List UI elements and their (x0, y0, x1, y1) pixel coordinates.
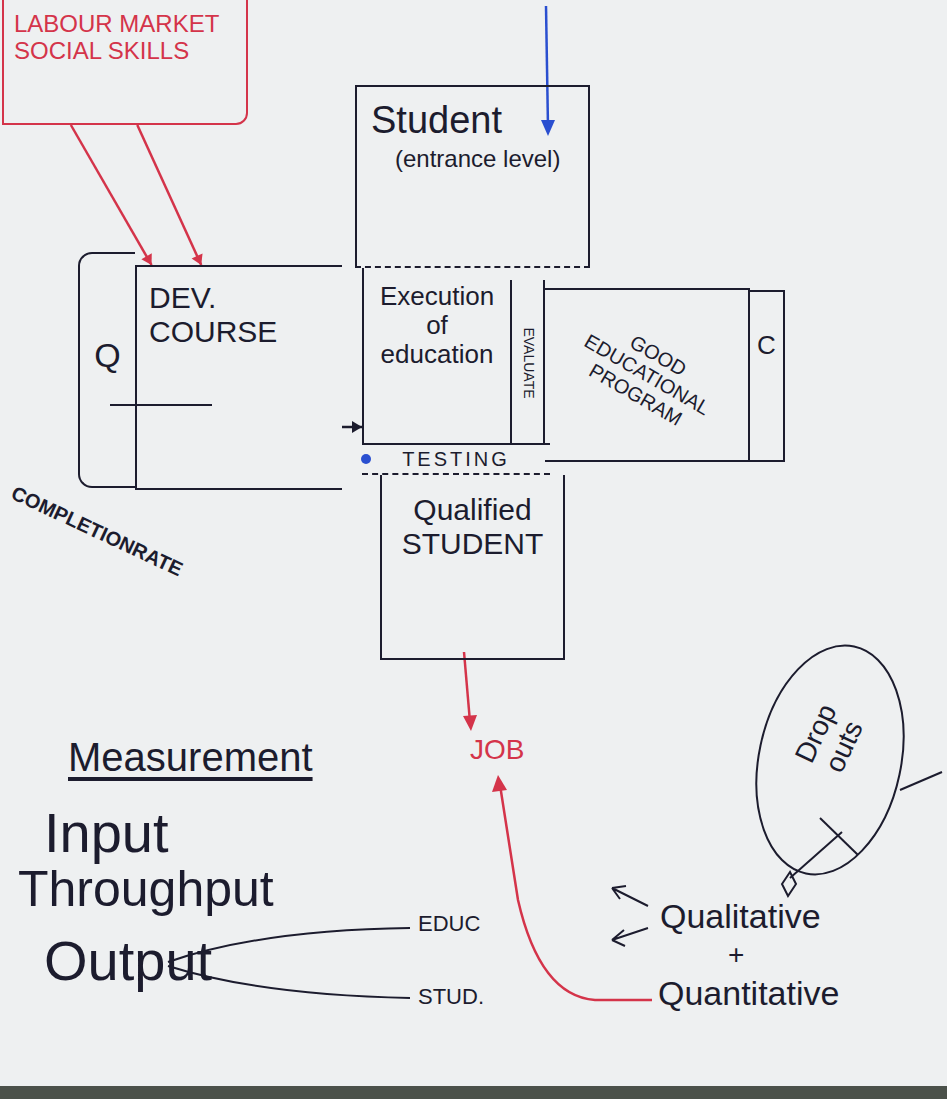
node-text: Qualified STUDENT (390, 493, 555, 560)
process-box: DEV. COURSE (135, 265, 342, 490)
node-text: TESTING (362, 448, 550, 470)
free-label: + (728, 940, 744, 971)
connector-line (137, 125, 201, 265)
end-mark (782, 872, 796, 896)
free-label: Throughput (18, 862, 274, 917)
small-arrow (612, 886, 648, 906)
arrow-head (541, 120, 555, 136)
node-text: (entrance level) (371, 146, 574, 173)
leader-line (820, 818, 858, 855)
job-arrow (464, 652, 470, 722)
c-strip: C (750, 290, 785, 462)
free-label: Input (44, 802, 169, 864)
free-label: Quantitative (658, 975, 839, 1012)
quality-strip: Q (78, 252, 135, 488)
arrow-head (492, 775, 507, 792)
connector-arrow (342, 421, 362, 433)
node-text: GOOD EDUCATIONAL PROGRAM (558, 305, 734, 446)
entry-arrow (546, 6, 548, 128)
node-text: DEV. COURSE (149, 281, 330, 348)
arrow-head (463, 715, 477, 731)
board-edge (0, 1086, 947, 1099)
free-label: Qualitative (660, 898, 821, 935)
tick-line (110, 404, 212, 406)
ink-dot (361, 454, 371, 464)
free-label: COMPLETIONRATE (8, 482, 186, 581)
node-text: Execution of education (370, 282, 504, 369)
arrow-head (141, 253, 151, 265)
arrow-head (192, 253, 203, 265)
node-text: LABOUR MARKET SOCIAL SKILLS (14, 11, 236, 65)
ellipse-line (736, 632, 923, 888)
node-text: C (750, 331, 783, 360)
node-text: Drop outs (785, 690, 876, 789)
small-arrow (612, 928, 648, 946)
process-box: Student (entrance level) (355, 85, 590, 268)
free-label: JOB (470, 735, 524, 766)
connector-arrow (137, 125, 202, 265)
dropout-ellipse: Drop outs (755, 640, 905, 880)
node-text: Student (371, 99, 574, 142)
free-label: Measurement (68, 735, 313, 779)
job-arrow (500, 785, 652, 1000)
note-box: LABOUR MARKET SOCIAL SKILLS (2, 0, 248, 125)
evaluate-strip: EVALUATE (510, 280, 545, 445)
testing-band: TESTING (362, 443, 550, 475)
free-label: STUD. (418, 985, 484, 1009)
leader-line (900, 772, 942, 790)
connector-line (71, 125, 152, 265)
process-box: Execution of education (362, 268, 510, 443)
node-text: Q (80, 336, 135, 374)
arrow-head (352, 421, 362, 433)
process-box: Qualified STUDENT (380, 475, 565, 660)
node-text: EVALUATE (520, 327, 536, 398)
connector-arrow (71, 125, 152, 265)
free-label: EDUC (418, 912, 480, 936)
program-box: GOOD EDUCATIONAL PROGRAM (545, 288, 750, 462)
free-label: Output (44, 930, 212, 992)
